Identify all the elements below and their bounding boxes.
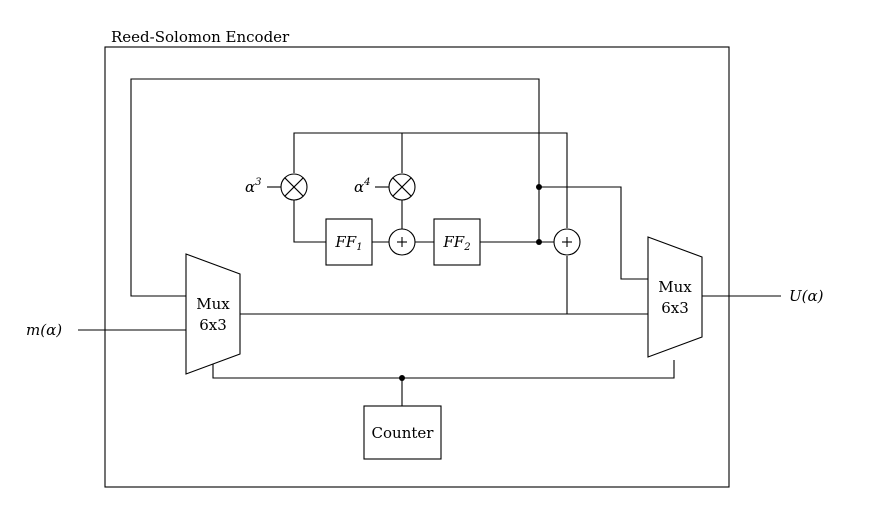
counter-control-wire — [212, 360, 675, 379]
top-feedback-wire — [293, 132, 568, 228]
mux-left-label-1: Mux — [196, 295, 230, 313]
flip-flop-1-label: FF1 — [334, 233, 362, 253]
counter-label: Counter — [372, 424, 435, 442]
flip-flop-2-label: FF2 — [442, 233, 470, 253]
input-label: m(α) — [26, 321, 62, 339]
junction-dot — [399, 375, 405, 381]
coef-2-label: α4 — [354, 177, 371, 196]
junction-dot — [536, 184, 542, 190]
mux-right-label-2: 6x3 — [661, 299, 689, 317]
flip-flop-1 — [325, 218, 373, 266]
mux-left-label-2: 6x3 — [199, 316, 227, 334]
mux-right-label-1: Mux — [658, 278, 692, 296]
mux-right — [647, 236, 703, 358]
adder-2-icon — [553, 228, 581, 256]
mux-left — [185, 253, 241, 375]
output-label: U(α) — [789, 287, 824, 305]
counter-box — [363, 405, 442, 460]
flip-flop-2 — [433, 218, 481, 266]
mult1-to-ff1-wire — [293, 200, 326, 243]
encoder-frame — [104, 46, 730, 488]
coef-1-label: α3 — [245, 177, 262, 196]
junction-dot — [536, 239, 542, 245]
adder-1-icon — [388, 228, 416, 256]
encoder-title: Reed-Solomon Encoder — [111, 28, 290, 46]
multiplier-2-icon — [388, 173, 416, 201]
multiplier-1-icon — [280, 173, 308, 201]
parity-to-mux-wire — [539, 186, 648, 280]
